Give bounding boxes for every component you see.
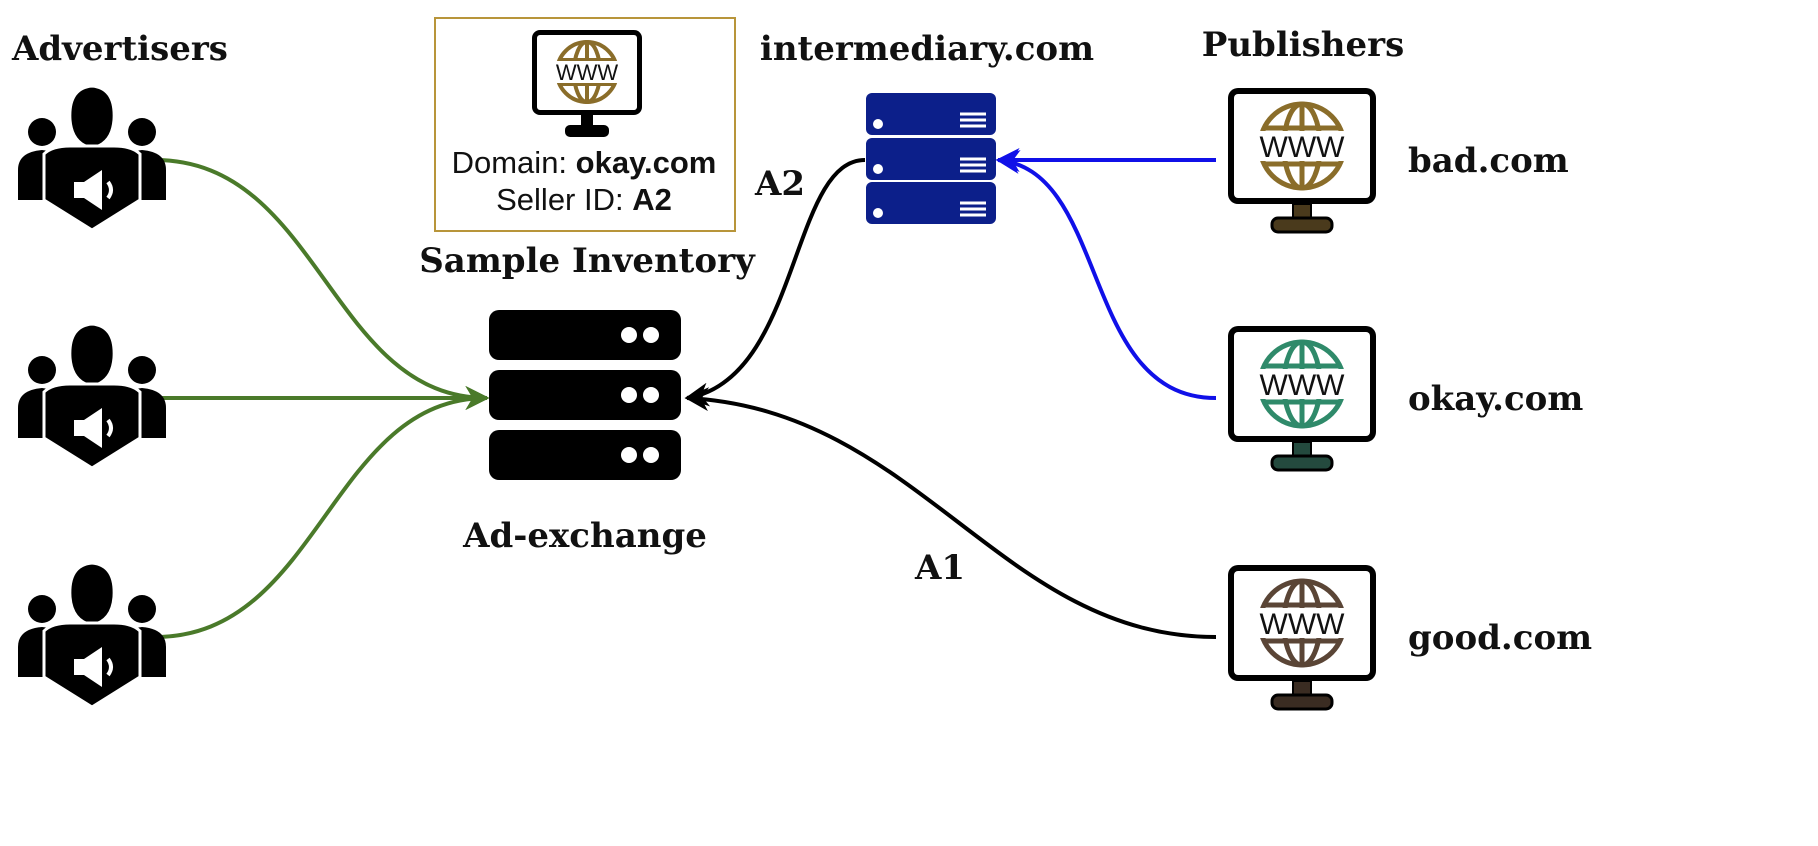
publisher-2: WWW okay.com <box>1228 326 1583 472</box>
sample-seller-value: A2 <box>632 182 672 217</box>
ad-exchange-label: Ad-exchange <box>462 516 707 556</box>
intermediary-label: intermediary.com <box>760 29 1094 69</box>
edge-advertiser-3-to-exchange <box>154 386 490 639</box>
sample-seller-label: Seller ID: <box>496 182 632 217</box>
publisher-domain-label: okay.com <box>1408 379 1583 419</box>
publisher-www-text: WWW <box>1260 608 1346 641</box>
sample-domain-line: Domain: okay.com <box>452 145 717 180</box>
sample-domain-label: Domain: <box>452 145 576 180</box>
edge-intermediary-to-exchange <box>684 158 866 407</box>
publisher-domain-label: bad.com <box>1408 141 1569 181</box>
sample-inventory-label: Sample Inventory <box>419 241 756 281</box>
publisher-1: WWW bad.com <box>1228 88 1569 234</box>
publisher-monitor-icon: WWW <box>1228 326 1376 472</box>
publisher-www-text: WWW <box>1260 131 1346 164</box>
edge-advertiser-1-to-exchange <box>154 158 490 410</box>
sample-monitor-icon: WWW <box>532 30 642 137</box>
edge-good-to-exchange <box>684 387 1217 639</box>
sample-inventory-card: WWW Domain: okay.com Seller ID: A2 <box>434 17 736 232</box>
publishers-label: Publishers <box>1202 25 1404 65</box>
publisher-3: WWW good.com <box>1228 565 1592 711</box>
edge-label-a1: A1 <box>914 548 965 588</box>
advertiser-icon-2 <box>16 322 168 470</box>
intermediary-server-icon <box>864 91 998 226</box>
ad-exchange-server-icon <box>489 310 681 480</box>
sample-www-text: WWW <box>556 60 619 85</box>
intermediary-edges <box>995 148 1217 400</box>
publisher-domain-label: good.com <box>1408 618 1592 658</box>
exchange-edges <box>684 158 1217 639</box>
edge-okay-to-intermediary <box>995 150 1217 400</box>
advertiser-icon-1 <box>16 84 168 232</box>
publisher-www-text: WWW <box>1260 369 1346 402</box>
publisher-monitor-icon: WWW <box>1228 88 1376 234</box>
advertisers-label: Advertisers <box>11 29 228 69</box>
advertiser-edges <box>154 158 490 639</box>
sample-domain-value: okay.com <box>576 145 717 180</box>
sample-seller-line: Seller ID: A2 <box>496 182 672 217</box>
publisher-monitor-icon: WWW <box>1228 565 1376 711</box>
edge-label-a2: A2 <box>754 164 805 204</box>
advertiser-icon-3 <box>16 561 168 709</box>
